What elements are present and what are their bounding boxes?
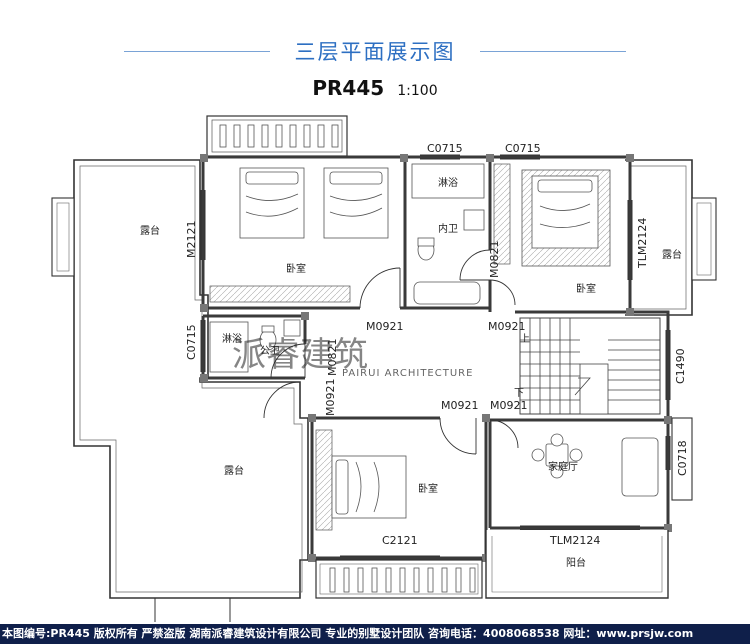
floor-plan: 派睿建筑 PAIRUI ARCHITECTURE 露台 露台 露台 卧室 卧室 … [51,115,717,622]
bed-bedroom-3 [521,169,611,267]
room-terrace-left-lower: 露台 [224,464,244,477]
label-c1490: C1490 [674,348,687,384]
model-line: PR445 1:100 [0,76,750,100]
label-m0921-d: M0921 [441,399,479,412]
label-m0921-e: M0921 [490,399,528,412]
room-terrace-right: 露台 [662,248,682,261]
wardrobes [209,163,511,531]
label-m0821-a: M0821 [488,241,501,279]
top-planter [206,115,348,157]
watermark: 派睿建筑 PAIRUI ARCHITECTURE [232,335,473,379]
watermark-sub: PAIRUI ARCHITECTURE [342,368,473,379]
label-m0821-b: M0821 [326,339,339,377]
model-code: PR445 [312,76,385,100]
label-c0715-left: C0715 [185,324,198,360]
door-swings [263,249,519,455]
label-m2121: M2121 [185,221,198,259]
label-tlm2124-bottom: TLM2124 [549,534,600,547]
label-c0715-b: C0715 [505,142,541,155]
title-bar: 三层平面展示图 [0,34,750,68]
bottom-balcony-left [315,559,483,599]
label-c0718: C0718 [676,440,689,476]
building-walls [201,155,670,560]
room-ensuite-bath: 内卫 [438,222,458,235]
label-m0921-a: M0921 [366,320,404,333]
terrace-left-outline [51,159,309,622]
room-bedroom-3: 卧室 [576,282,596,295]
bottom-balcony-right [485,530,669,599]
room-shower-2: 淋浴 [222,332,242,345]
watermark-brand: 派睿建筑 [232,335,368,375]
room-bedroom-1: 卧室 [286,262,306,275]
label-c0715-a: C0715 [427,142,463,155]
label-m0921-c: M0921 [324,379,337,417]
room-bedroom-2: 卧室 [418,482,438,495]
room-shower-1: 淋浴 [438,176,458,189]
window-c0718-box [671,417,693,501]
label-m0921-b: M0921 [488,320,526,333]
page-title: 三层平面展示图 [294,40,456,64]
footer-banner: 本图编号:PR445 版权所有 严禁盗版 湖南派睿建筑设计有限公司 专业的别墅设… [0,624,750,644]
staircase [519,317,661,415]
room-terrace-left-upper: 露台 [140,224,160,237]
terrace-right-outline [625,159,717,316]
label-c2121: C2121 [382,534,418,547]
title-line-right [480,51,626,52]
bath-fixtures [209,163,485,373]
drawing-scale: 1:100 [397,83,438,99]
room-public-bath: 公卫 [260,346,280,357]
bed-bedroom-2 [331,455,407,519]
label-tlm2124-right: TLM2124 [636,218,649,269]
title-line-left [124,51,270,52]
stair-down-label: 下 [514,388,524,399]
family-room-furniture [531,433,659,497]
footer-text: 本图编号:PR445 版权所有 严禁盗版 湖南派睿建筑设计有限公司 专业的别墅设… [2,627,694,640]
bed-bedroom-1 [239,167,389,239]
room-family-room: 家庭厅 [548,460,578,473]
room-balcony: 阳台 [566,556,586,569]
stair-up-label: 上 [520,333,530,345]
